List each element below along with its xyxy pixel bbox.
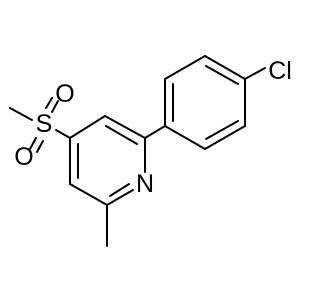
nitrogen-label: N: [136, 170, 154, 198]
pyridine-bond-1: [104, 115, 146, 139]
sulfur-label: S: [36, 110, 53, 138]
pyridine-bond-2: [69, 115, 106, 139]
oxygen-bottom-label: O: [14, 143, 33, 171]
pyridine-bond-4: [69, 183, 108, 206]
sulfonyl-ring-bond: [55, 129, 71, 139]
atom-labels: Cl N S O O: [14, 57, 292, 198]
bond-lines: [9, 55, 266, 247]
sulfonyl-oxygen-top-bond-b: [51, 100, 59, 113]
biaryl-bond: [144, 125, 166, 139]
phenyl-bond-1: [204, 55, 246, 80]
pyridine-bond-5-inner: [109, 183, 130, 197]
sulfonyl-oxygen-bottom-bond-a: [29, 137, 37, 150]
chlorine-bond: [244, 67, 266, 80]
chlorine-label: Cl: [268, 57, 292, 85]
phenyl-bond-6: [164, 55, 206, 80]
pyridine-bond-1-inner: [105, 125, 138, 145]
sulfonyl-methyl-bond: [9, 107, 33, 121]
sulfonyl-oxygen-top-bond-a: [45, 97, 53, 109]
phenyl-bond-1-inner: [205, 65, 239, 85]
sulfonyl-oxygen-bottom-bond-b: [36, 140, 44, 153]
phenyl-bond-3: [204, 125, 246, 150]
oxygen-top-label: O: [55, 80, 74, 108]
phenyl-bond-4: [164, 125, 206, 150]
chemical-structure-diagram: Cl N S O O: [9, 55, 292, 247]
phenyl-bond-3-inner: [205, 120, 239, 140]
pyridine-bond-5: [106, 189, 134, 206]
